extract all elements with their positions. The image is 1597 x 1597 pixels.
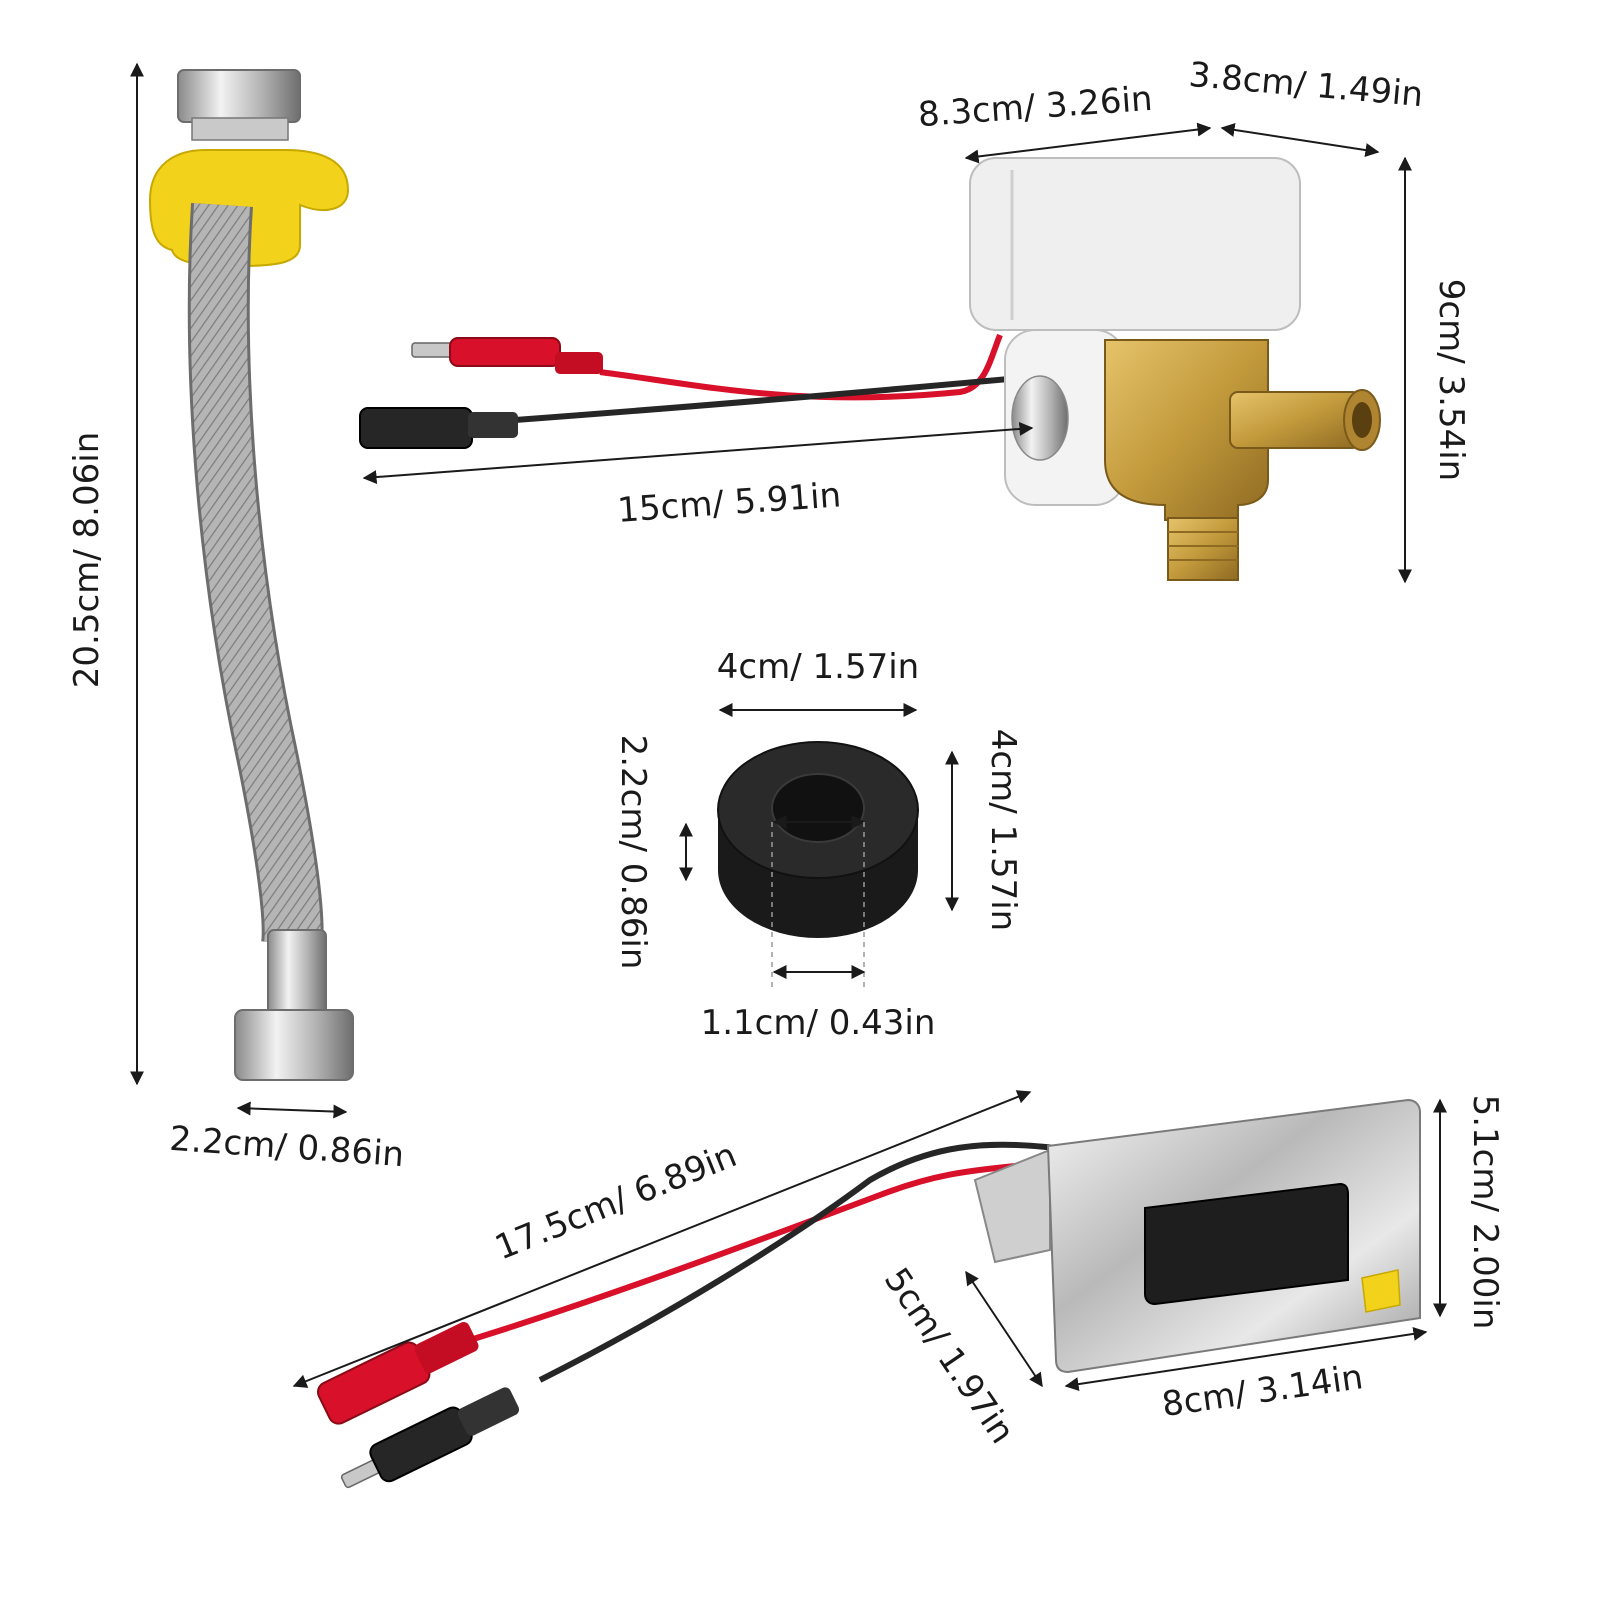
valve-outlet-pipe [1229,391,1361,449]
valve-red-wire [599,333,1003,401]
sensor-cable-length-arrow [292,1090,1032,1388]
hose-top-nut [177,69,301,123]
solenoid-valve [359,157,1381,581]
braided-hose [148,69,354,1081]
valve-cable-length-arrow [362,421,1034,485]
grommet-hole [771,773,865,843]
valve-cable-length-label: 15cm/ 5.91in [616,475,842,531]
rubber-grommet [717,741,919,938]
valve-white-cap [969,157,1301,331]
sensor-window [1144,1182,1349,1306]
hose-length-label: 20.5cm/ 8.06in [67,432,107,688]
hose-bottom-ferrule [267,929,327,1019]
sensor-red-wire [469,1159,1051,1343]
valve-height-label: 9cm/ 3.54in [1431,279,1471,481]
sensor-depth-label: 5cm/ 1.97in [876,1261,1022,1451]
valve-body-depth-arrow [1220,122,1380,158]
sensor-depth-arrow [965,1270,1043,1388]
sensor-width-arrow [1064,1326,1428,1392]
valve-black-plug [359,407,473,449]
hose-top-collar [191,117,289,141]
valve-brass-body [1104,339,1269,521]
valve-body-width-label: 8.3cm/ 3.26in [917,79,1154,135]
grommet-inner-diameter-label: 1.1cm/ 0.43in [701,1003,936,1043]
sensor-black-plug [340,1387,520,1489]
hose-width-arrow [236,1101,348,1119]
sensor-yellow-tab [1361,1269,1401,1313]
grommet-outer-width-label: 4cm/ 1.57in [717,647,919,687]
valve-threaded-inlet [1167,517,1239,581]
hose-width-label: 2.2cm/ 0.86in [168,1119,405,1175]
valve-black-wire [514,375,1021,423]
valve-body-width-arrow [964,122,1212,164]
grommet-thickness-label: 2.2cm/ 0.86in [613,735,653,970]
hose-bottom-nut [234,1009,354,1081]
sensor-cable-length-label: 17.5cm/ 6.89in [489,1135,742,1268]
valve-body-depth-label: 3.8cm/ 1.49in [1187,55,1424,115]
sensor-height-label: 5.1cm/ 2.00in [1465,1095,1505,1330]
grommet-outer-height-label: 4cm/ 1.57in [983,729,1023,931]
valve-red-plug [449,337,561,367]
infrared-sensor-panel [317,1098,1421,1489]
